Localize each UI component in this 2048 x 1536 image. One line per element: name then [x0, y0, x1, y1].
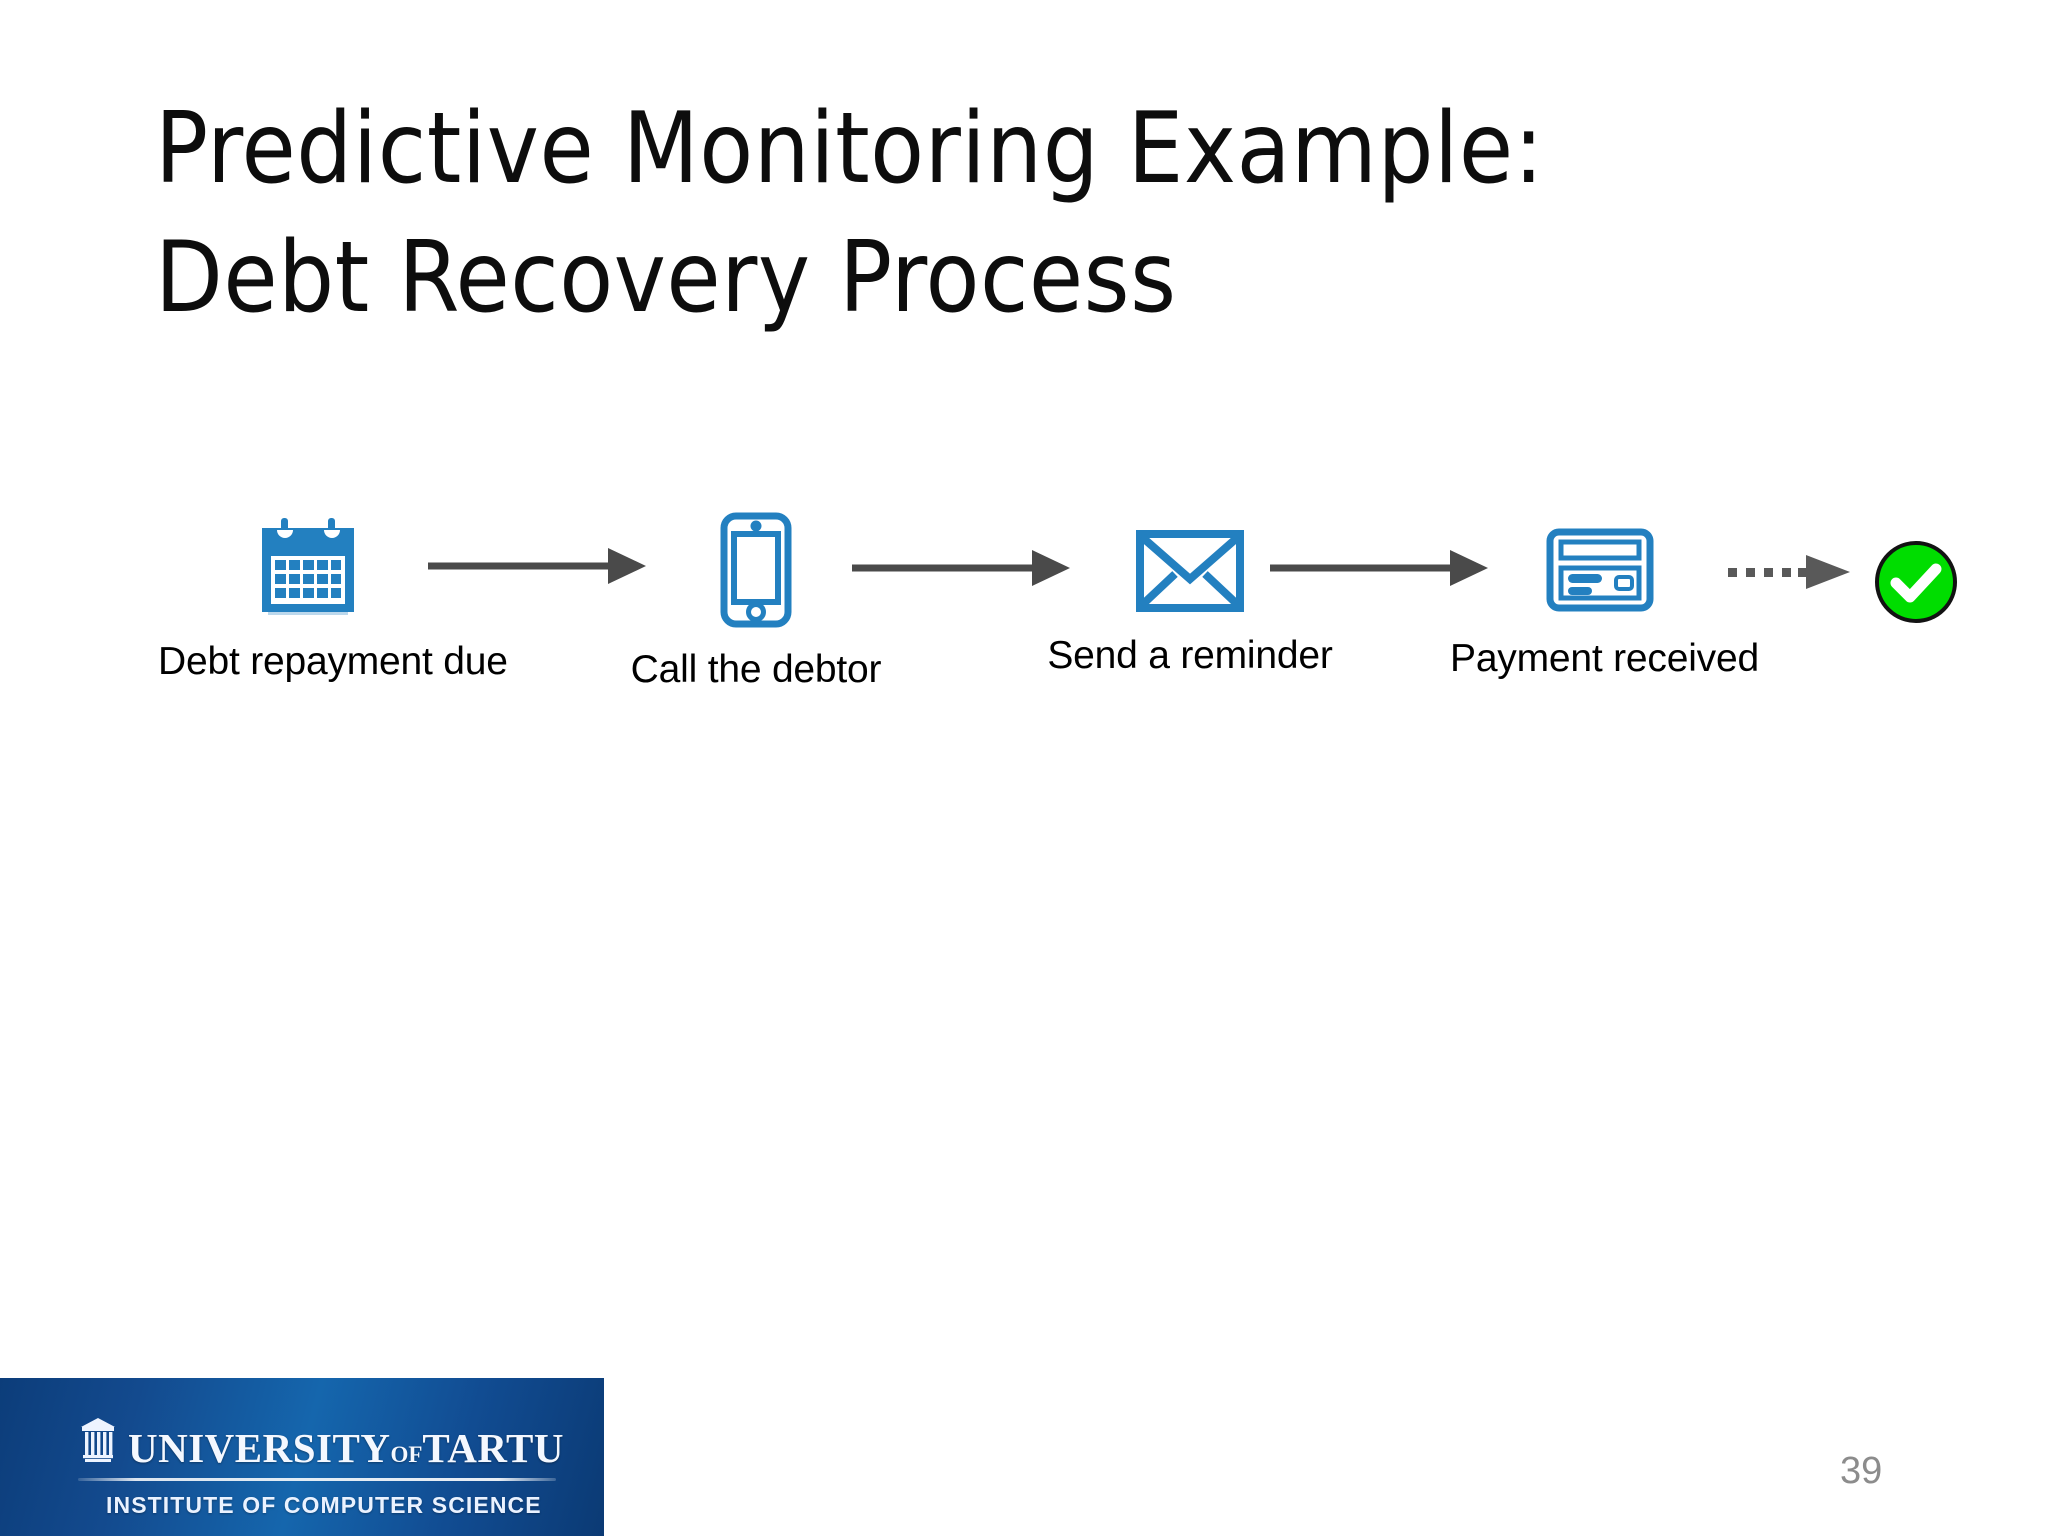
wordmark-of: OF: [390, 1442, 423, 1467]
envelope-icon: [1040, 500, 1340, 642]
flow-node-send-a-reminder[interactable]: Send a reminder: [1040, 500, 1340, 740]
flow-node-label: Payment received: [1450, 637, 1759, 680]
flow-node-label: Debt repayment due: [158, 640, 508, 683]
university-logo-band: UNIVERSITYOFTARTU INSTITUTE OF COMPUTER …: [0, 1378, 604, 1536]
arrow-right-icon: [426, 536, 646, 596]
process-flow-diagram: Debt repayment due Call the debtor: [0, 500, 2048, 740]
flow-node-call-the-debtor[interactable]: Call the debtor: [606, 500, 906, 740]
flow-node-label: Send a reminder: [1047, 634, 1333, 677]
university-building-icon: [78, 1416, 118, 1469]
wordmark-tail: TARTU: [422, 1425, 564, 1471]
dotted-arrow-right-icon: [1726, 542, 1856, 602]
logo-divider: [78, 1478, 556, 1481]
flow-node-debt-repayment-due[interactable]: Debt repayment due: [158, 500, 508, 740]
flow-node-label: Call the debtor: [630, 648, 882, 691]
check-circle-icon: [1872, 538, 1960, 626]
credit-card-icon: [1450, 500, 1750, 640]
arrow-right-icon: [1268, 538, 1488, 598]
wordmark-main: UNIVERSITY: [128, 1425, 391, 1471]
arrow-right-icon: [850, 538, 1070, 598]
smartphone-icon: [606, 500, 906, 640]
flow-node-payment-received[interactable]: Payment received: [1450, 500, 1759, 740]
page-title: Predictive Monitoring Example: Debt Reco…: [155, 92, 1544, 336]
calendar-icon: [158, 500, 458, 636]
university-wordmark: UNIVERSITYOFTARTU: [128, 1428, 564, 1469]
page-number: 39: [1840, 1450, 1883, 1492]
logo-subtitle: INSTITUTE OF COMPUTER SCIENCE: [106, 1492, 542, 1518]
